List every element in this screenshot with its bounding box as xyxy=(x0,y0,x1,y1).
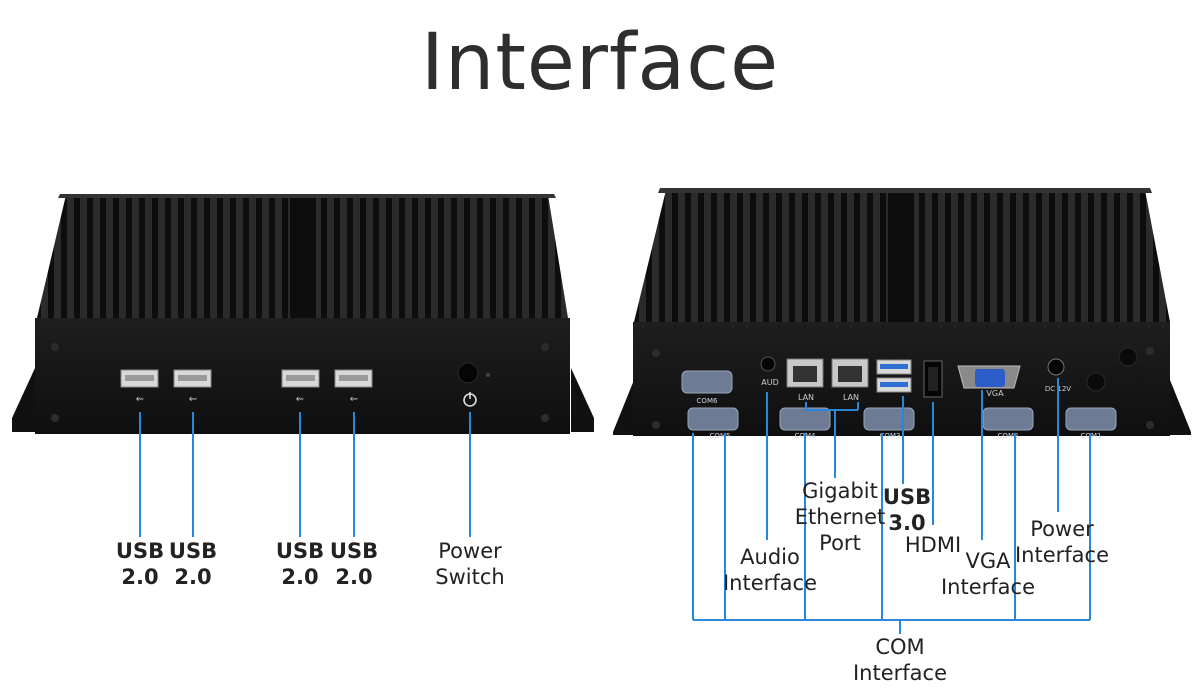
lan1-print: LAN xyxy=(798,393,814,402)
right-bracket xyxy=(571,368,594,432)
dc-jack xyxy=(1047,358,1065,376)
hdmi-label: HDMI xyxy=(904,533,962,557)
screw xyxy=(51,414,59,422)
com6-port xyxy=(681,370,733,394)
usb-port-1: ⇜ xyxy=(120,369,159,405)
com5-port xyxy=(687,407,739,431)
screw xyxy=(1146,347,1154,355)
power-interface-label: Power Interface xyxy=(1014,517,1110,567)
usb-label-1: USB 2.0 xyxy=(115,539,165,589)
com3-port xyxy=(863,407,915,431)
com5-print: COM5 xyxy=(710,432,731,440)
screw xyxy=(541,343,549,351)
screw xyxy=(652,421,660,429)
front-device: ⇜ ⇜ ⇜ ⇜ xyxy=(12,194,594,537)
screw xyxy=(51,343,59,351)
usb-port-3: ⇜ xyxy=(281,369,320,405)
com6-print: COM6 xyxy=(697,397,718,405)
gigabit-ethernet-label: Gigabit Ethernet Port xyxy=(794,479,886,555)
lan2-print: LAN xyxy=(843,393,859,402)
audio-jack xyxy=(760,356,776,372)
hdmi-port xyxy=(923,360,943,398)
lan-port-2 xyxy=(831,358,869,388)
com-interface-label: COM Interface xyxy=(852,635,948,685)
audio-interface-label: Audio Interface xyxy=(722,545,818,595)
screw xyxy=(652,349,660,357)
usb30-ports xyxy=(876,359,912,393)
usb30-label: USB 3.0 xyxy=(882,485,932,535)
back-device: COM6 COM5 COM4 COM3 COM2 COM1 AUD LAN LA… xyxy=(613,188,1191,634)
screw xyxy=(541,414,549,422)
usb-label-4: USB 2.0 xyxy=(329,539,379,589)
com2-port xyxy=(982,407,1034,431)
vga-print: VGA xyxy=(986,389,1004,398)
com4-port xyxy=(779,407,831,431)
right-bracket xyxy=(1168,375,1191,435)
usb-label-2: USB 2.0 xyxy=(168,539,218,589)
com3-print: COM3 xyxy=(880,432,901,440)
svg-text:⇜: ⇜ xyxy=(189,394,197,405)
svg-text:⇜: ⇜ xyxy=(296,394,304,405)
usb-port-4: ⇜ xyxy=(334,369,373,405)
power-switch-label: Power Switch xyxy=(435,539,505,589)
power-switch xyxy=(457,362,490,407)
screw xyxy=(1146,421,1154,429)
svg-text:⇜: ⇜ xyxy=(136,394,144,405)
vga-interface-label: VGA Interface xyxy=(940,549,1036,599)
aud-print: AUD xyxy=(761,378,779,387)
com1-port xyxy=(1065,407,1117,431)
lan-port-1 xyxy=(786,358,824,388)
usb-label-3: USB 2.0 xyxy=(275,539,325,589)
front-leader-lines xyxy=(139,412,471,537)
left-bracket xyxy=(613,375,636,435)
usb-port-2: ⇜ xyxy=(173,369,212,405)
com2-print: COM2 xyxy=(998,432,1019,440)
page-title: Interface xyxy=(420,18,780,108)
left-bracket xyxy=(12,368,35,432)
vga-port xyxy=(957,365,1021,389)
back-leader-lines xyxy=(692,378,1091,634)
svg-text:⇜: ⇜ xyxy=(350,394,358,405)
